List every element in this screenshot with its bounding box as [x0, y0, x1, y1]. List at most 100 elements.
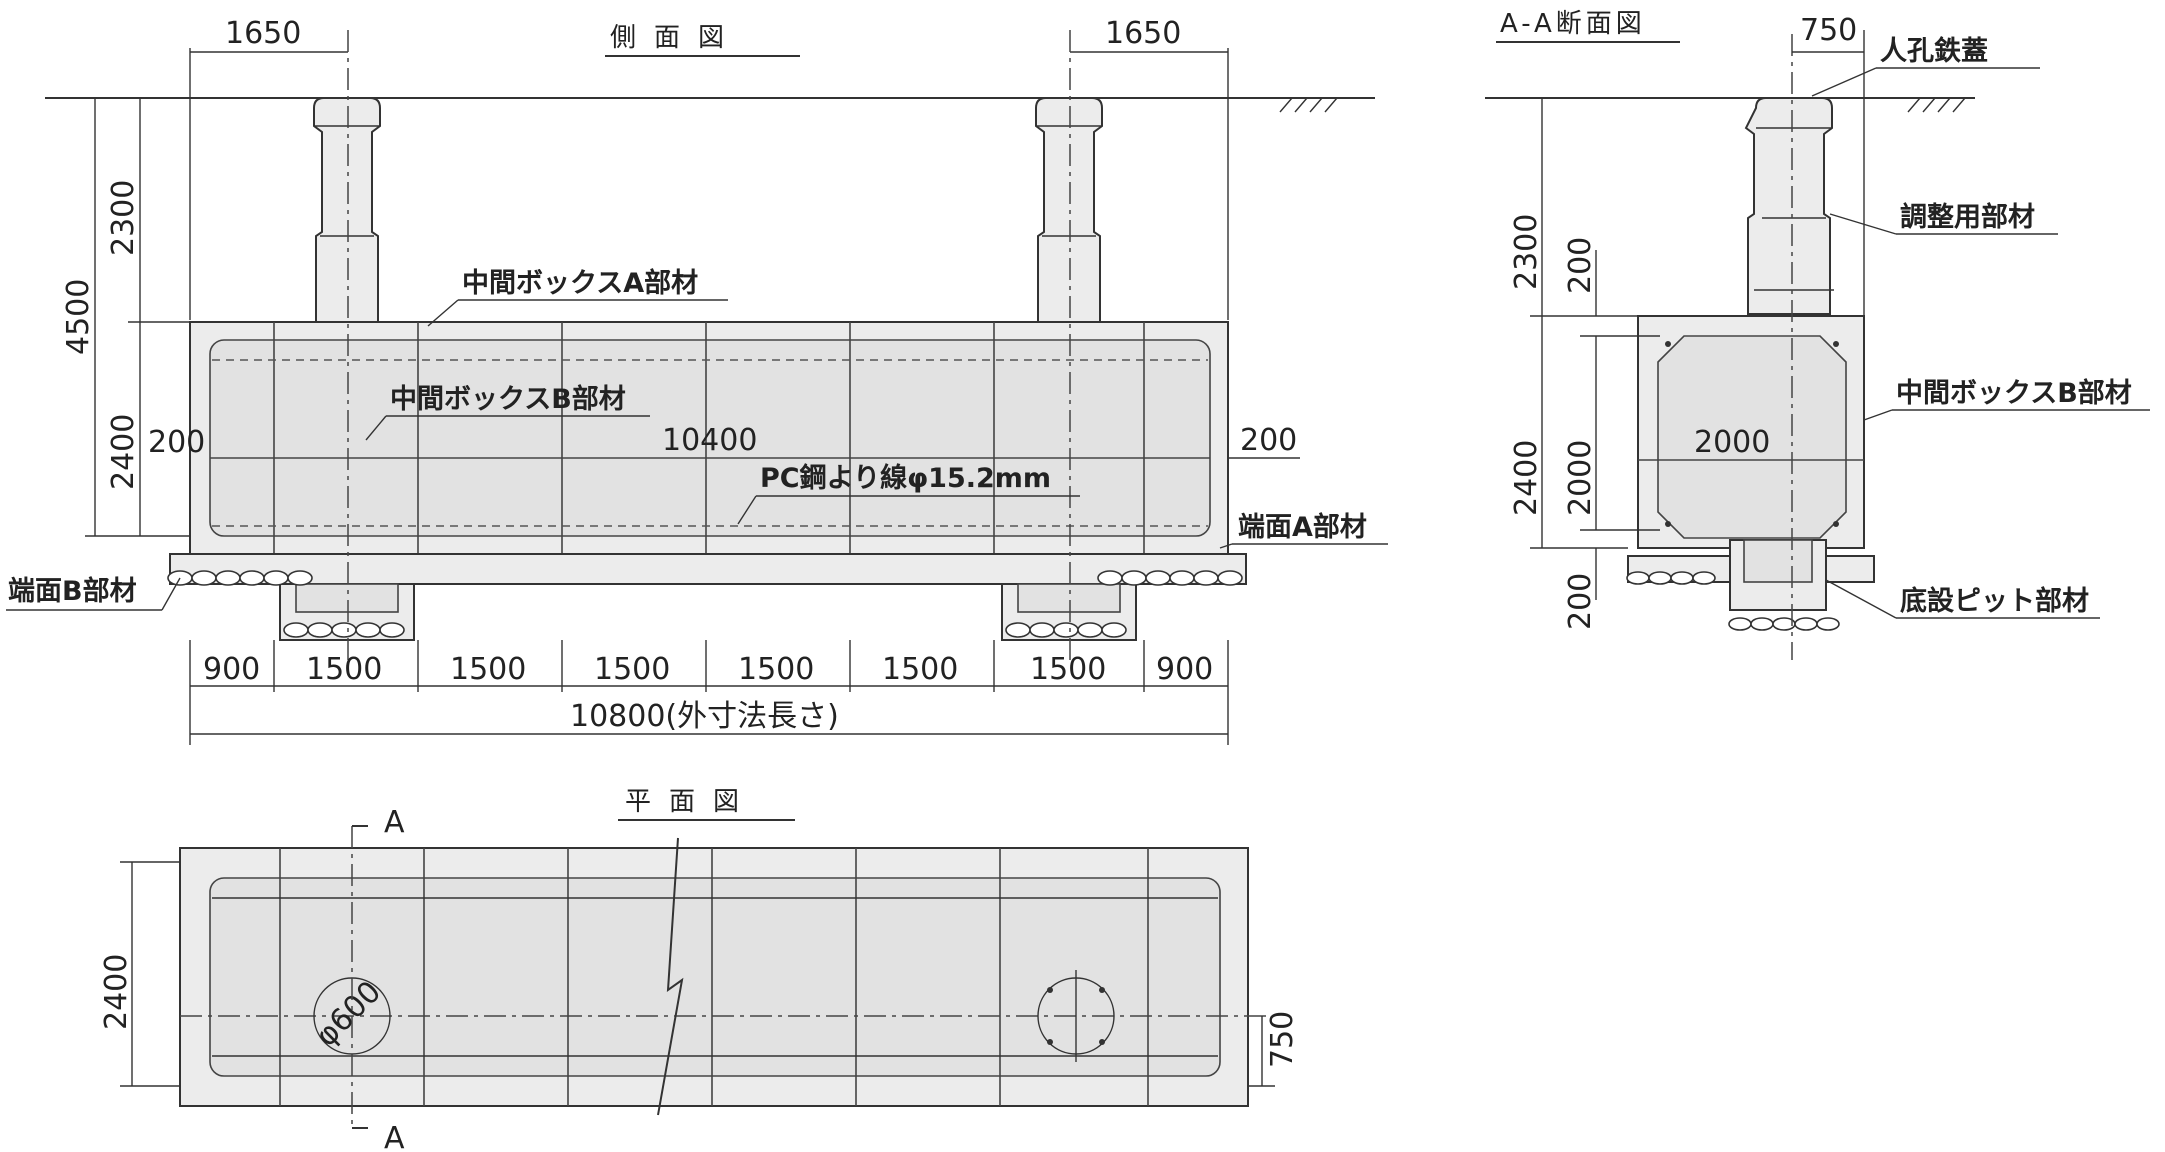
- base-slab: [169, 553, 1247, 585]
- rubble-stone: [1648, 571, 1672, 585]
- dim-seg-1500: 1500: [1030, 652, 1106, 687]
- dim-section-top: 750: [1800, 13, 1857, 48]
- dim-box-height: 2400: [106, 414, 141, 490]
- label-bottom-pit: 底設ピット部材: [1900, 585, 2089, 617]
- foundation-rubble: [167, 570, 1243, 638]
- break-line: [657, 837, 684, 1116]
- dim-total-height: 4500: [61, 279, 96, 355]
- dim-shaft-height: 2300: [106, 180, 141, 256]
- rubble-stone: [1077, 622, 1103, 638]
- bolt-hole: [1833, 521, 1839, 527]
- rubble-stone: [239, 570, 265, 586]
- dim-seg-last: 900: [1156, 652, 1213, 687]
- leader-line: [1829, 213, 1897, 235]
- dim-seg-1500: 1500: [450, 652, 526, 687]
- rubble-stone: [379, 622, 405, 638]
- leader-line: [737, 495, 757, 525]
- leader-line: [1811, 67, 1877, 97]
- leader-line: [1863, 409, 1893, 421]
- section-rubble: [1626, 571, 1840, 631]
- dim-section-inner-h: 2000: [1563, 440, 1598, 516]
- leader-line: [1219, 543, 1233, 549]
- dim-plan-width: 2400: [99, 954, 134, 1030]
- dim-seg-1500: 1500: [738, 652, 814, 687]
- rubble-stone: [355, 622, 381, 638]
- box-inner-void: [209, 339, 1211, 537]
- label-end-b: 端面B部材: [8, 575, 137, 607]
- dim-top-left: 1650: [225, 16, 301, 51]
- dim-end-left: 200: [148, 425, 205, 460]
- rubble-stone: [1097, 570, 1123, 586]
- bolt-hole: [1833, 341, 1839, 347]
- dim-section-shaft: 2300: [1509, 214, 1544, 290]
- dim-plan-offset: 750: [1265, 1011, 1300, 1068]
- label-section-box-b: 中間ボックスB部材: [1896, 377, 2132, 409]
- rubble-stone: [1169, 570, 1195, 586]
- section-box-void: [1657, 335, 1847, 539]
- rubble-stone: [1626, 571, 1650, 585]
- rubble-stone: [307, 622, 333, 638]
- section-pit-inner: [1743, 539, 1813, 583]
- plan-view-title: 平面図: [625, 787, 757, 817]
- dim-inner-length: 10400: [662, 423, 757, 458]
- dim-overall: 10800(外寸法長さ): [570, 699, 839, 734]
- right-pit-inner: [1017, 583, 1121, 613]
- rubble-stone: [263, 570, 289, 586]
- bolt-hole: [1099, 987, 1105, 993]
- side-view-title: 側面図: [610, 23, 742, 53]
- section-mark-top: A: [384, 805, 405, 840]
- bolt-hole: [1665, 341, 1671, 347]
- dim-end-right: 200: [1240, 423, 1297, 458]
- rubble-stone: [1053, 622, 1079, 638]
- right-shaft: [1035, 97, 1103, 323]
- label-box-a: 中間ボックスA部材: [462, 267, 698, 299]
- dim-seg-1500: 1500: [882, 652, 958, 687]
- rubble-stone: [215, 570, 241, 586]
- rubble-stone: [331, 622, 357, 638]
- side-view: 側面図 1650 1650: [6, 16, 1388, 745]
- leader-line: [1825, 579, 1897, 619]
- dim-seg-1500: 1500: [306, 652, 382, 687]
- dim-section-adjust: 200: [1563, 237, 1598, 294]
- rubble-stone: [1692, 571, 1716, 585]
- leader-line: [365, 415, 387, 441]
- label-adjust-member: 調整用部材: [1900, 201, 2035, 233]
- section-view-title: A-A断面図: [1500, 9, 1646, 39]
- section-mark-bottom: A: [384, 1121, 405, 1152]
- rubble-stone: [1121, 570, 1147, 586]
- rubble-stone: [191, 570, 217, 586]
- rubble-stone: [1101, 622, 1127, 638]
- rubble-stone: [287, 570, 313, 586]
- label-box-b: 中間ボックスB部材: [390, 383, 626, 415]
- plan-joints: [279, 848, 1149, 1106]
- rubble-stone: [1217, 570, 1243, 586]
- section-ground-hatch: [1907, 97, 1966, 113]
- rubble-stone: [283, 622, 309, 638]
- rubble-stone: [1029, 622, 1055, 638]
- rubble-stone: [1728, 617, 1752, 631]
- leader-line: [161, 577, 181, 611]
- ground-hatch: [1279, 97, 1338, 113]
- rubble-stone: [1145, 570, 1171, 586]
- bolt-hole: [1047, 987, 1053, 993]
- bolt-hole: [1099, 1039, 1105, 1045]
- rubble-stone: [1794, 617, 1818, 631]
- section-shaft: [1744, 97, 1833, 315]
- dim-top-right: 1650: [1105, 16, 1181, 51]
- dim-seg-1500: 1500: [594, 652, 670, 687]
- dim-section-box: 2400: [1509, 440, 1544, 516]
- rubble-stone: [1816, 617, 1840, 631]
- label-pc-strand: PC鋼より線φ15.2mm: [760, 462, 1051, 494]
- left-pit-inner: [295, 583, 399, 613]
- rubble-stone: [1005, 622, 1031, 638]
- bolt-hole: [1665, 521, 1671, 527]
- dim-section-bottom: 200: [1563, 573, 1598, 630]
- rubble-stone: [1670, 571, 1694, 585]
- plan-inner-void: [209, 877, 1221, 1077]
- bolt-hole: [1047, 1039, 1053, 1045]
- dim-section-inner-w: 2000: [1694, 425, 1770, 460]
- label-manhole-cover: 人孔鉄蓋: [1880, 35, 1988, 67]
- rubble-stone: [1750, 617, 1774, 631]
